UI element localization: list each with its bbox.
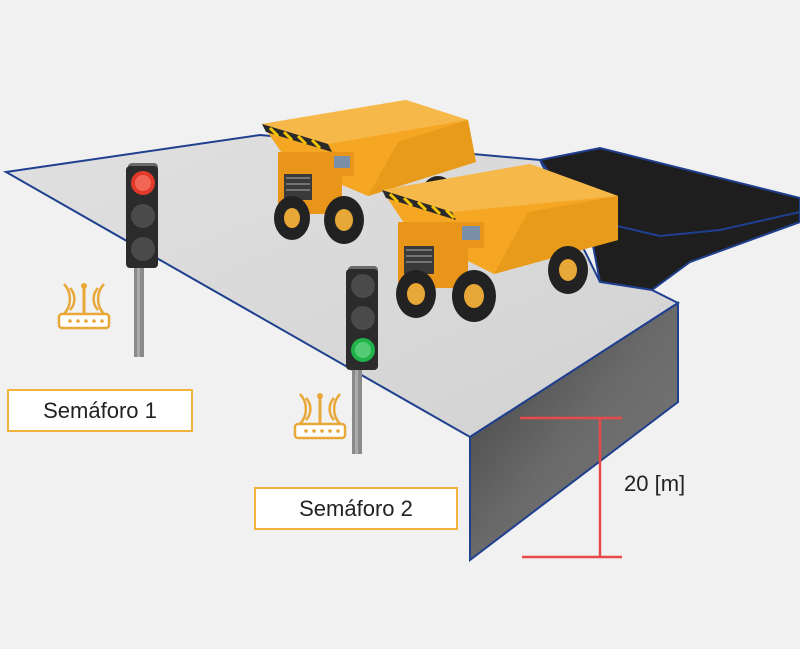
traffic-light-2 xyxy=(346,266,378,454)
traffic-light-1 xyxy=(126,163,158,357)
pit xyxy=(538,146,800,292)
traffic-light-1-yellow xyxy=(131,204,155,228)
mining-truck-icon xyxy=(382,164,618,322)
traffic-light-2-label: Semáforo 2 xyxy=(254,487,458,530)
wifi-router-icon xyxy=(57,283,111,330)
traffic-light-1-label: Semáforo 1 xyxy=(7,389,193,432)
traffic-light-2-red xyxy=(351,274,375,298)
bench-wall xyxy=(469,301,679,563)
traffic-light-1-green xyxy=(131,237,155,261)
wifi-router-icon xyxy=(293,393,347,440)
traffic-light-2-yellow xyxy=(351,306,375,330)
height-dimension xyxy=(520,416,622,559)
height-label: 20 [m] xyxy=(624,471,686,496)
